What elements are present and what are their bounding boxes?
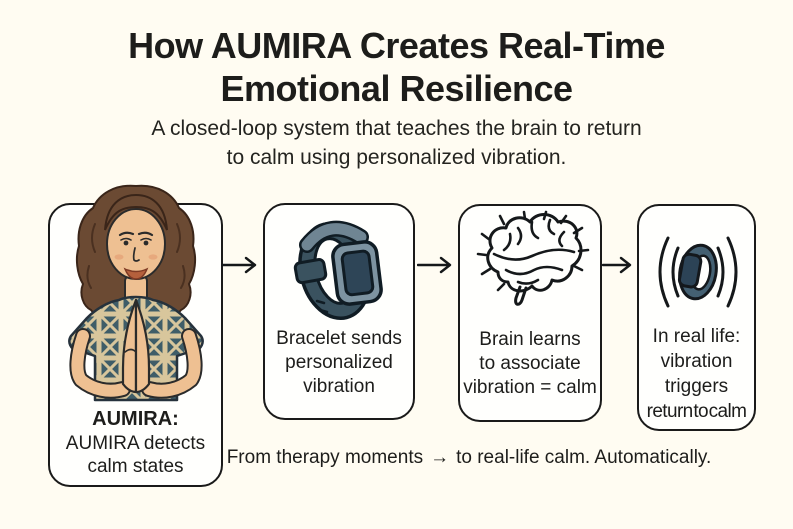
subtitle-line2: to calm using personalized vibration. [226, 146, 567, 169]
step-line: return to calm [646, 401, 747, 422]
brain-icon [476, 210, 590, 306]
caption-text-before: From therapy moments [226, 447, 424, 468]
step-line: Bracelet sends [276, 328, 402, 349]
step-heading: AUMIRA: [92, 408, 179, 430]
flow-arrow-icon [602, 256, 632, 274]
page-title-line2: Emotional Resilience [220, 68, 573, 109]
step-line: AUMIRA detects [65, 433, 206, 454]
step-text-real-life: In real life: vibration triggers return … [639, 324, 754, 424]
step-card-brain: Brain learns to associate vibration = ca… [458, 204, 602, 422]
smartwatch-bracelet-icon [293, 220, 383, 321]
step-line: Brain learns [479, 329, 581, 350]
step-line: In real life: [652, 326, 741, 347]
step-line: personalized [285, 352, 393, 373]
step-text-aumira: AUMIRA: AUMIRA detects calm states [50, 406, 221, 478]
page-title-line1: How AUMIRA Creates Real-Time [128, 25, 665, 66]
vibrating-bracelet-icon [658, 236, 738, 308]
step-card-real-life: In real life: vibration triggers return … [637, 204, 756, 431]
step-line: to associate [479, 353, 581, 374]
step-card-bracelet: Bracelet sends personalized vibration [263, 203, 415, 420]
step-line: triggers [664, 376, 729, 397]
arrow-glyph: → [430, 447, 450, 468]
caption-text-after: to real-life calm. Automatically. [456, 447, 712, 468]
flow-arrow-icon [417, 256, 452, 274]
subtitle: A closed-loop system that teaches the br… [0, 114, 793, 172]
step-line: vibration [660, 351, 733, 372]
step-text-brain: Brain learns to associate vibration = ca… [460, 328, 600, 400]
footer-caption: From therapy moments → to real-life calm. … [145, 447, 793, 469]
step-line: vibration = calm [463, 377, 597, 398]
subtitle-line1: A closed-loop system that teaches the br… [151, 117, 642, 140]
flow-arrow-icon [222, 256, 257, 274]
meditating-woman-illustration [68, 184, 204, 402]
step-text-bracelet: Bracelet sends personalized vibration [265, 327, 413, 399]
step-line: calm states [87, 456, 184, 477]
step-line: vibration [303, 376, 375, 397]
